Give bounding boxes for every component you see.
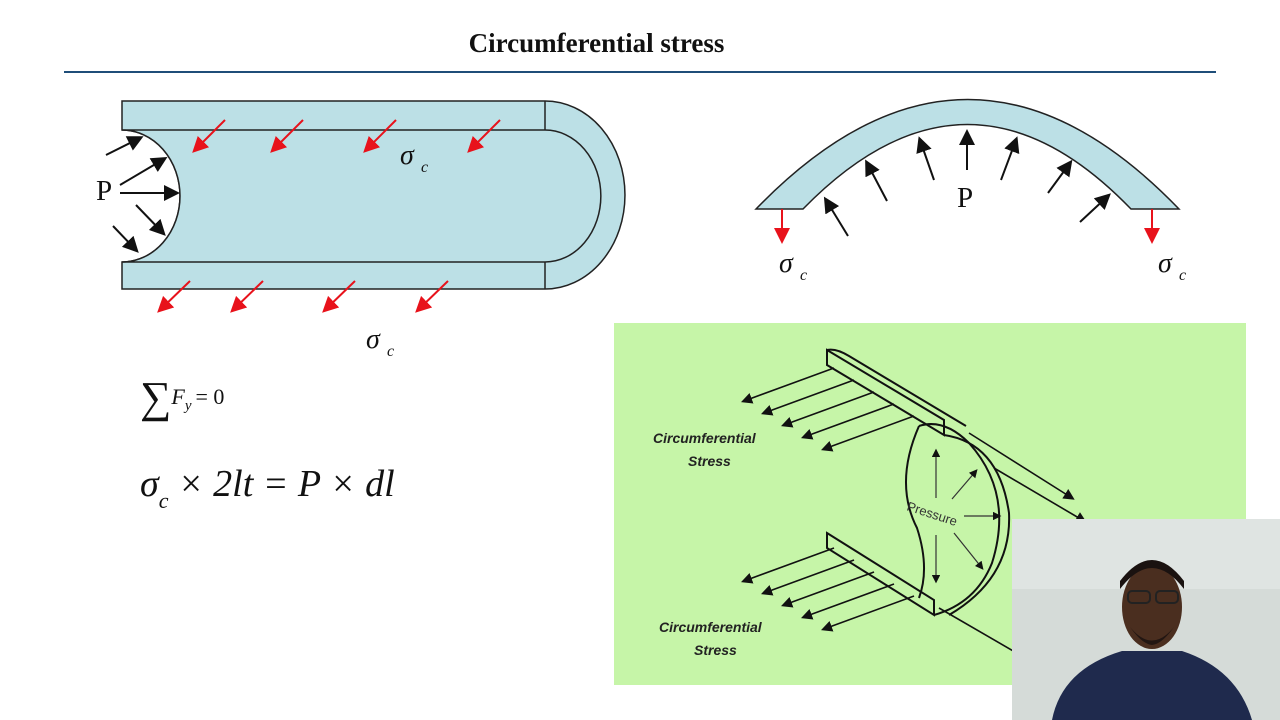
slide-title: Circumferential stress (468, 28, 725, 58)
pipe-bore (121, 129, 602, 263)
circumferential-label-top-2: Stress (688, 453, 731, 469)
equation-sum-forces: ∑Fy = 0 (140, 372, 224, 423)
presenter-webcam (1012, 519, 1280, 720)
stress-label-arch-right: σ c (1158, 248, 1186, 284)
stress-label-left-top: σ c (400, 140, 428, 176)
half-cylinder-figure: Pressure Circumferential Stress Circumfe… (653, 348, 1087, 664)
main-lhs-subscript: c (158, 488, 169, 513)
sum-subscript: y (184, 398, 192, 414)
stress-label-left-bottom: σ c (366, 324, 394, 360)
sum-rhs: = 0 (195, 384, 225, 409)
bottom-stress-arrows (157, 280, 449, 313)
arch-stress-arrows (774, 209, 1160, 244)
circumferential-label-bottom-2: Stress (694, 642, 737, 658)
pressure-label-green: Pressure (905, 499, 959, 529)
svg-text:σ: σ (779, 248, 794, 279)
sum-symbol: ∑ (140, 373, 172, 422)
main-lhs-symbol: σ (140, 463, 159, 505)
svg-text:σ: σ (1158, 248, 1173, 279)
sum-term: F (171, 384, 185, 409)
svg-text:σ: σ (366, 324, 381, 355)
title-underline (64, 71, 1216, 73)
circumferential-label-top-1: Circumferential (653, 430, 757, 446)
main-rest: × 2lt = P × dl (178, 463, 395, 505)
pressure-arrows-arch (823, 129, 1111, 237)
svg-text:c: c (1179, 267, 1186, 284)
svg-text:c: c (800, 267, 807, 284)
circumferential-label-bottom-1: Circumferential (659, 619, 763, 635)
stress-label-arch-left: σ c (779, 248, 807, 284)
pressure-arrows-left (105, 136, 180, 253)
half-ring (754, 98, 1181, 210)
svg-text:σ: σ (400, 140, 415, 171)
svg-text:c: c (387, 343, 394, 360)
top-stress-arrows (192, 119, 501, 153)
presenter-image (1012, 519, 1280, 720)
pressure-label-left: P (96, 175, 112, 207)
pressure-label-arch: P (957, 182, 973, 214)
svg-text:c: c (421, 159, 428, 176)
equation-main: σc × 2lt = P × dl (140, 462, 395, 513)
